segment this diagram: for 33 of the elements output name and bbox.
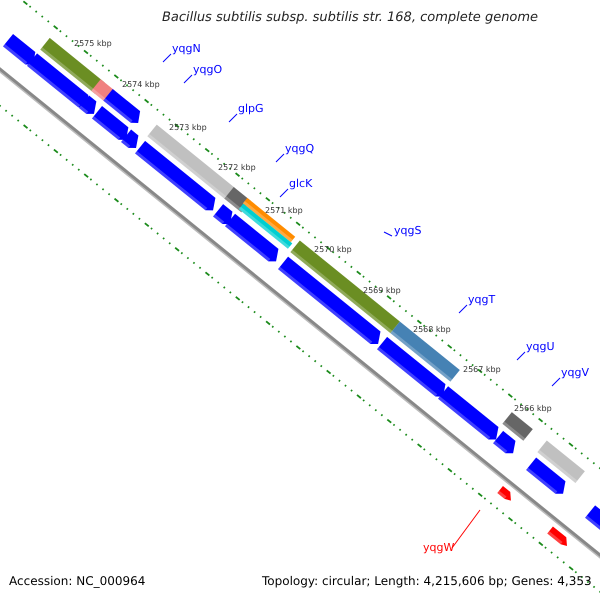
gene-label: glpG (238, 103, 264, 114)
footer-text: Topology: circular; Length: 4,215,606 bp; Genes: 4,353 (262, 575, 592, 587)
leader-line (276, 154, 284, 162)
gene-label: yqgT (468, 294, 496, 305)
gene-label: yqgV (561, 367, 589, 378)
leader-line (228, 114, 238, 122)
gene-label: glcK (289, 178, 312, 189)
footer-text: Accession: NC_000964 (9, 575, 146, 587)
leader-line (458, 304, 468, 314)
scale-label: 2566 kbp (514, 405, 552, 413)
scale-label: 2572 kbp (218, 164, 256, 172)
scale-label: 2573 kbp (169, 124, 207, 132)
scale-label: 2574 kbp (122, 81, 160, 89)
leader-line (452, 510, 480, 548)
scale-label: 2569 kbp (363, 287, 401, 295)
gene-label: yqgQ (285, 143, 314, 154)
scale-label: 2568 kbp (413, 326, 451, 334)
leader-line (516, 352, 526, 360)
scale-label: 2570 kbp (314, 246, 352, 254)
gene-label: yqgS (394, 225, 422, 236)
gene-label: yqgO (193, 64, 222, 75)
gene-label: yqgW (423, 542, 454, 553)
scale-label: 2571 kbp (265, 207, 303, 215)
gene-label: yqgU (526, 341, 555, 352)
leader-line (280, 188, 288, 198)
diagram-title: Bacillus subtilis subsp. subtilis str. 168, complete genome (160, 11, 540, 24)
leader-line (552, 378, 560, 386)
leader-line (184, 74, 192, 84)
scale-label: 2575 kbp (74, 40, 112, 48)
gene-label: yqgN (172, 43, 201, 54)
leader-line (384, 232, 392, 236)
leader-line (162, 54, 172, 62)
scale-label: 2567 kbp (463, 366, 501, 374)
